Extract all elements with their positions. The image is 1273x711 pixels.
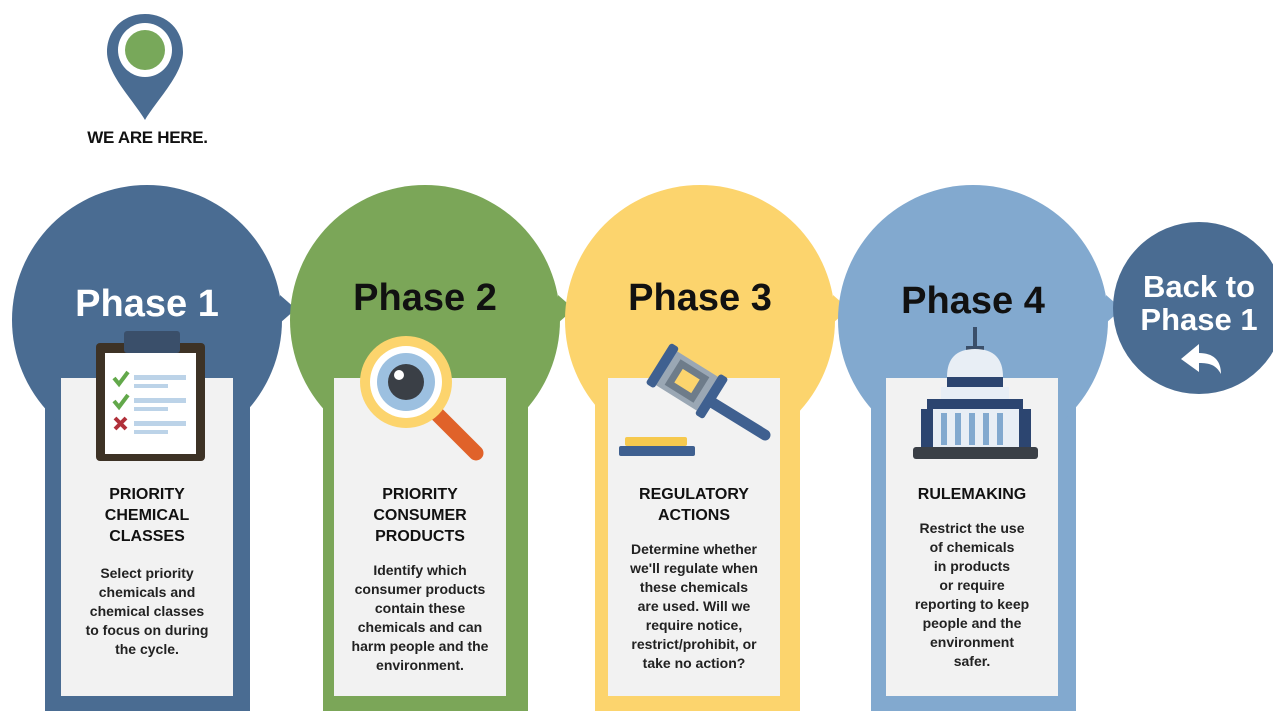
- magnifying-glass-icon: [360, 336, 484, 461]
- phase-4-heading: RULEMAKING: [917, 486, 1027, 503]
- phase-4-title: Phase 4: [901, 280, 1045, 322]
- return-arrow-icon: [1181, 344, 1221, 374]
- gavel-icon: [619, 343, 771, 456]
- phase-3-title: Phase 3: [628, 277, 772, 319]
- phase-2-description: Identify which consumer products contain…: [351, 562, 489, 673]
- phase-3-heading: REGULATORY ACTIONS: [639, 486, 749, 524]
- phase-2-card: PRIORITY CONSUMER PRODUCTS Identify whic…: [334, 378, 506, 696]
- back-to-phase-1-label: Back to Phase 1: [1140, 269, 1258, 337]
- phase-1-description: Select priority chemicals and chemical c…: [85, 565, 209, 657]
- capitol-building-icon: [913, 327, 1038, 459]
- clipboard-checklist-icon: [96, 331, 205, 461]
- back-to-phase-1-button[interactable]: Back to Phase 1: [1113, 222, 1273, 394]
- we-are-here-label: WE ARE HERE.: [87, 128, 208, 147]
- phase-4-description: Restrict the use of chemicals in product…: [914, 520, 1030, 669]
- phase-1-title: Phase 1: [75, 283, 219, 325]
- phase-2-title: Phase 2: [353, 277, 497, 319]
- phase-3-description: Determine whether we'll regulate when th…: [630, 541, 758, 671]
- location-pin-icon: [107, 14, 183, 120]
- phase-3-card: REGULATORY ACTIONS Determine whether we'…: [608, 378, 780, 696]
- phase-2-heading: PRIORITY CONSUMER PRODUCTS: [373, 486, 467, 545]
- phase-1-heading: PRIORITY CHEMICAL CLASSES: [104, 486, 190, 545]
